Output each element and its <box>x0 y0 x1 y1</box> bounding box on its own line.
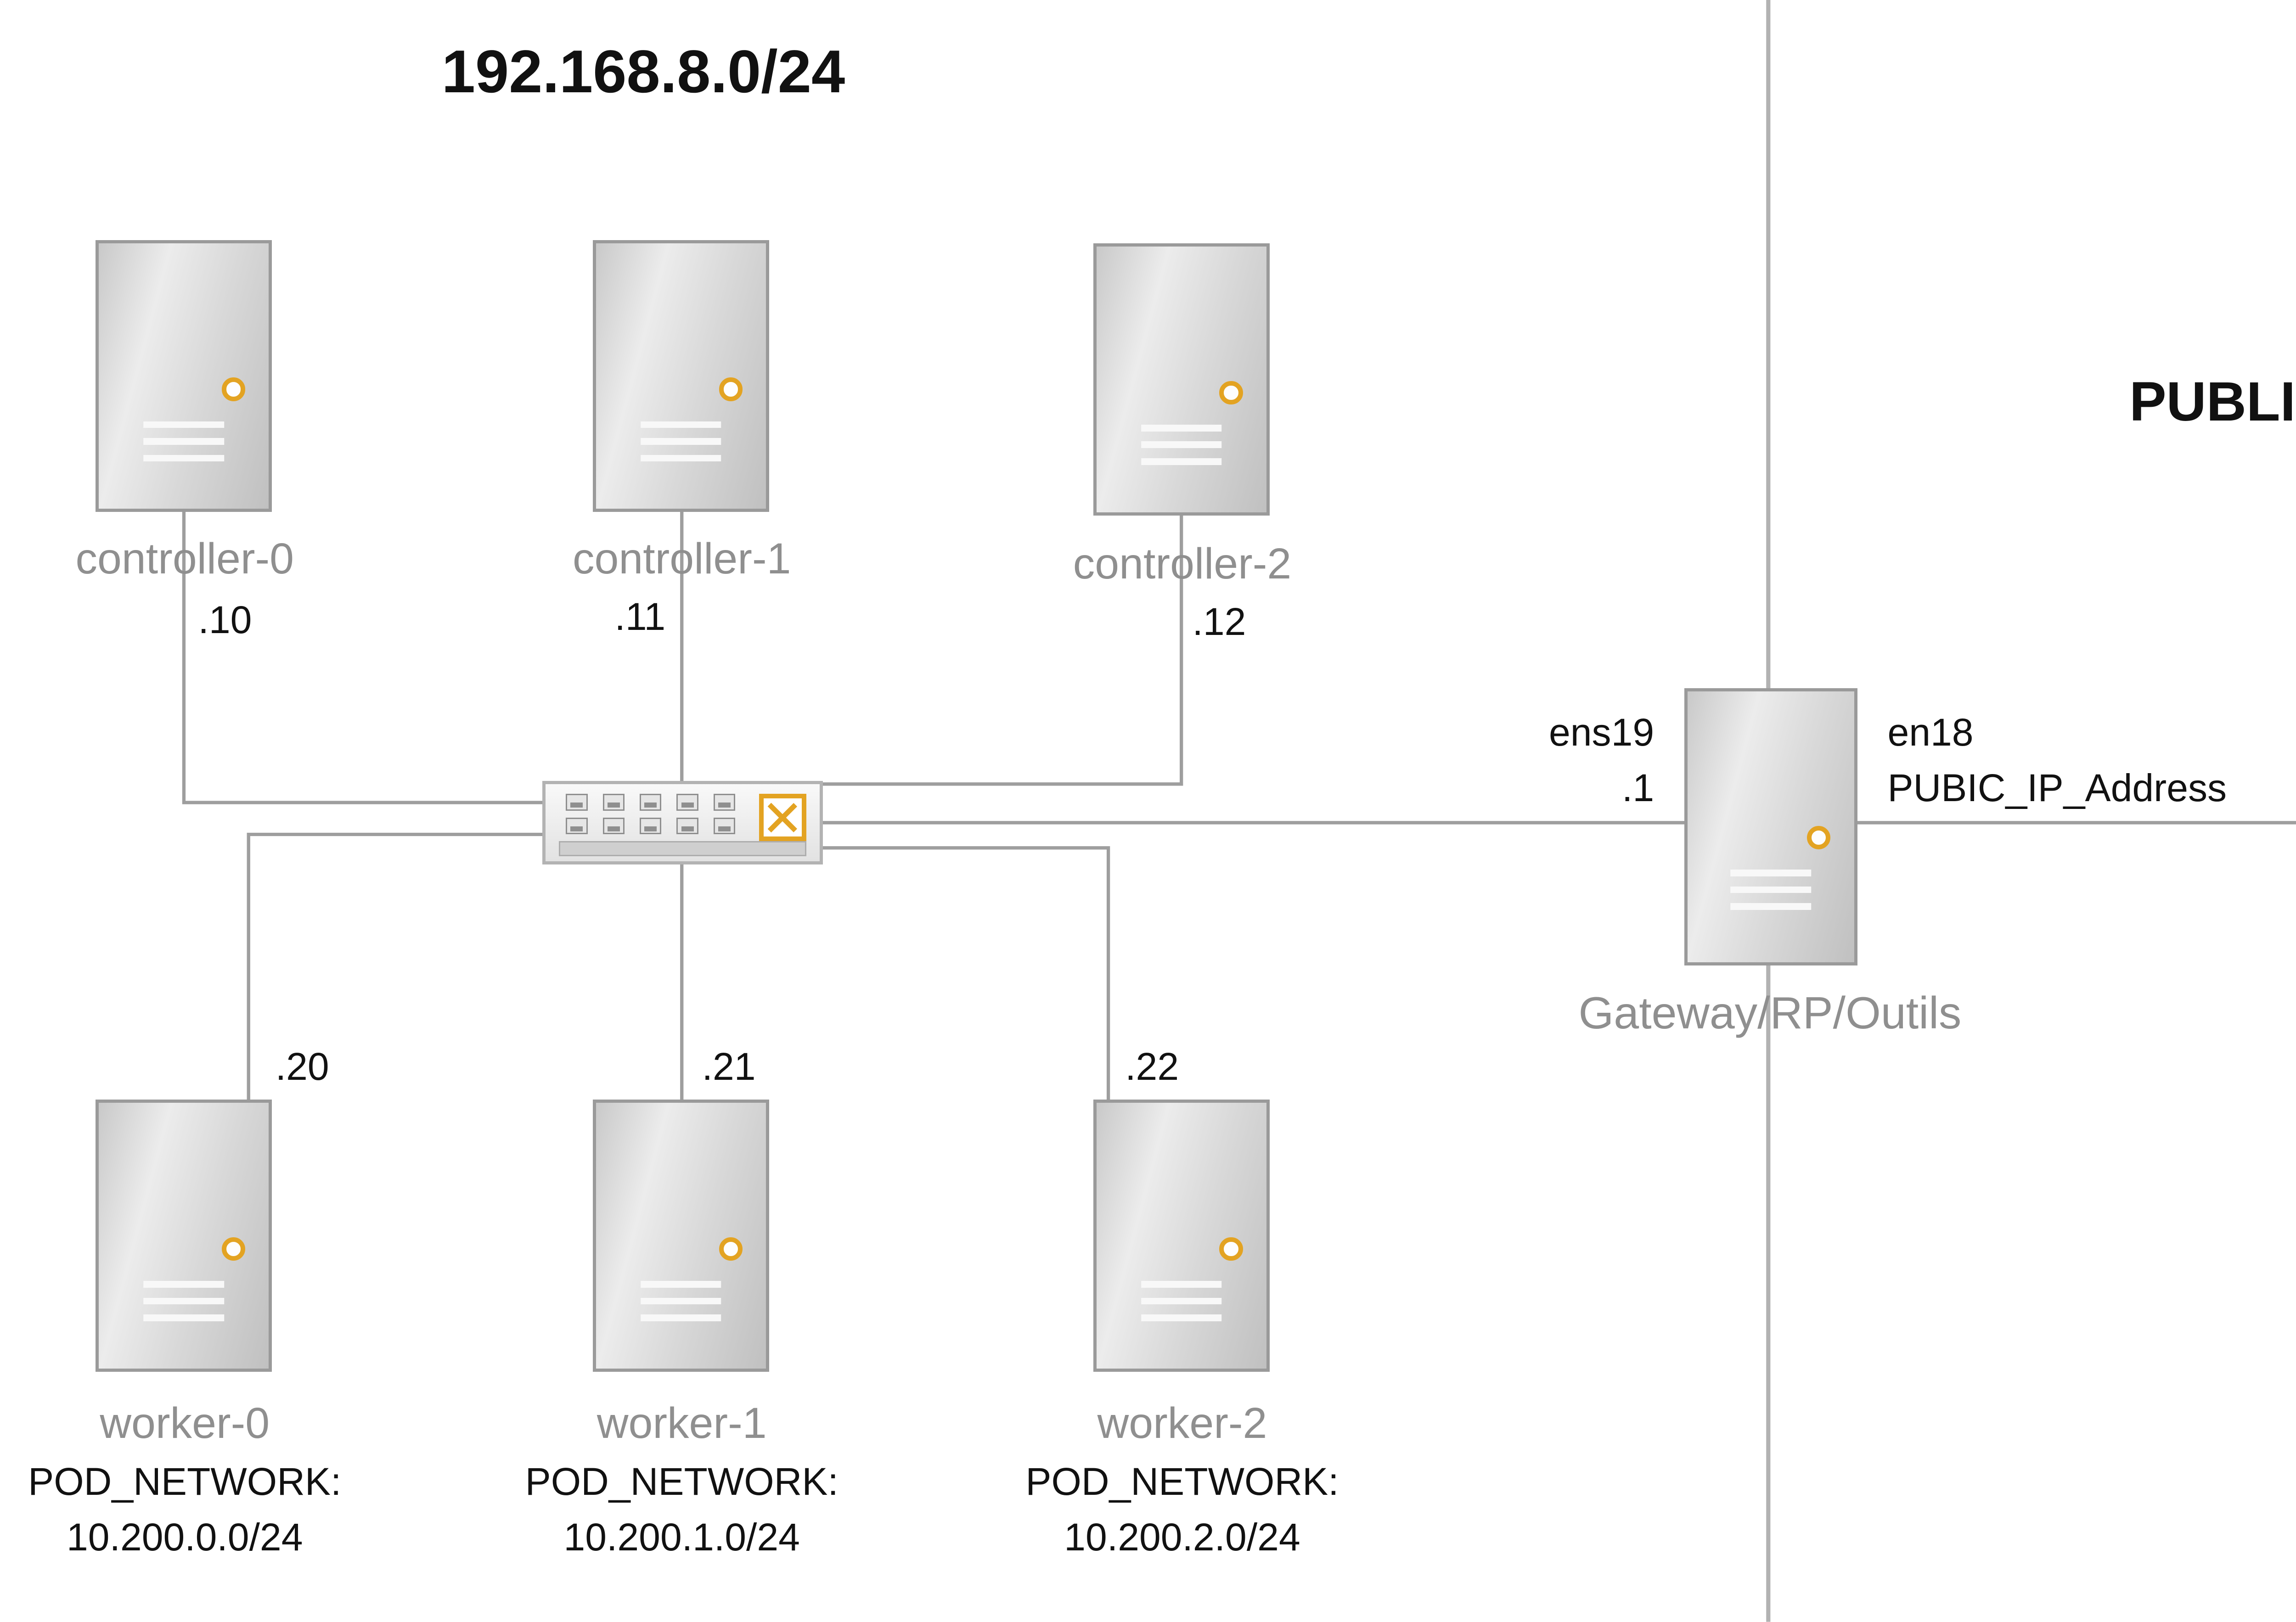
power-led-icon <box>719 377 743 401</box>
public-zone-label: PUBLIC <box>2129 370 2296 432</box>
worker-0-server-icon <box>96 1100 272 1372</box>
worker-2-pod-network: POD_NETWORK: 10.200.2.0/24 <box>997 1454 1367 1565</box>
controller-2-server-icon <box>1093 243 1270 516</box>
worker-0-pod-label: POD_NETWORK: <box>28 1459 342 1503</box>
worker-0-pod-cidr: 10.200.0.0/24 <box>67 1515 303 1559</box>
worker-0-pod-network: POD_NETWORK: 10.200.0.0/24 <box>0 1454 370 1565</box>
worker-1-server-icon <box>592 1100 769 1372</box>
gateway-server-icon <box>1684 688 1857 965</box>
server-vents <box>143 1280 225 1331</box>
server-vents <box>1141 424 1222 475</box>
server-vents <box>1730 870 1812 920</box>
subnet-title: 192.168.8.0/24 <box>441 38 845 106</box>
power-led-icon <box>222 377 246 401</box>
switch-ports <box>566 794 739 835</box>
switch-base <box>559 841 806 857</box>
switch-x-icon <box>759 794 806 841</box>
power-led-icon <box>222 1237 246 1261</box>
gateway-outer-ip: PUBIC_IP_Address <box>1887 766 2227 809</box>
controller-1-server-icon <box>592 240 769 512</box>
server-vents <box>641 1280 721 1331</box>
worker-1-pod-label: POD_NETWORK: <box>525 1459 838 1503</box>
worker-2-pod-cidr: 10.200.2.0/24 <box>1064 1515 1300 1559</box>
controller-0-label: controller-0 <box>75 534 294 583</box>
power-led-icon <box>1219 381 1243 404</box>
worker-1-ip: .21 <box>702 1044 756 1088</box>
power-led-icon <box>719 1237 743 1261</box>
network-switch-icon <box>542 780 823 865</box>
controller-2-label: controller-2 <box>1073 539 1292 588</box>
worker-1-pod-network: POD_NETWORK: 10.200.1.0/24 <box>497 1454 867 1565</box>
power-led-icon <box>1807 825 1831 850</box>
gateway-inner-interface: ens19 <box>1548 710 1654 754</box>
gateway-outer-interface: en18 <box>1887 710 1974 754</box>
server-vents <box>1141 1280 1222 1331</box>
power-led-icon <box>1219 1237 1243 1261</box>
worker-2-pod-label: POD_NETWORK: <box>1025 1459 1339 1503</box>
worker-1-label: worker-1 <box>597 1399 767 1448</box>
controller-2-ip: .12 <box>1192 600 1246 643</box>
gateway-inner-ip: .1 <box>1621 766 1654 809</box>
controller-1-ip: .11 <box>614 595 666 638</box>
worker-2-label: worker-2 <box>1097 1399 1267 1448</box>
worker-0-label: worker-0 <box>100 1399 270 1448</box>
worker-0-ip: .20 <box>275 1044 329 1088</box>
controller-1-label: controller-1 <box>572 534 791 583</box>
server-vents <box>641 421 721 472</box>
worker-2-ip: .22 <box>1125 1044 1179 1088</box>
worker-1-pod-cidr: 10.200.1.0/24 <box>563 1515 800 1559</box>
server-vents <box>143 421 225 472</box>
controller-0-ip: .10 <box>198 598 252 641</box>
worker-2-server-icon <box>1093 1100 1270 1372</box>
gateway-label: Gateway/RP/Outils <box>1578 988 1962 1038</box>
controller-0-server-icon <box>96 240 272 512</box>
